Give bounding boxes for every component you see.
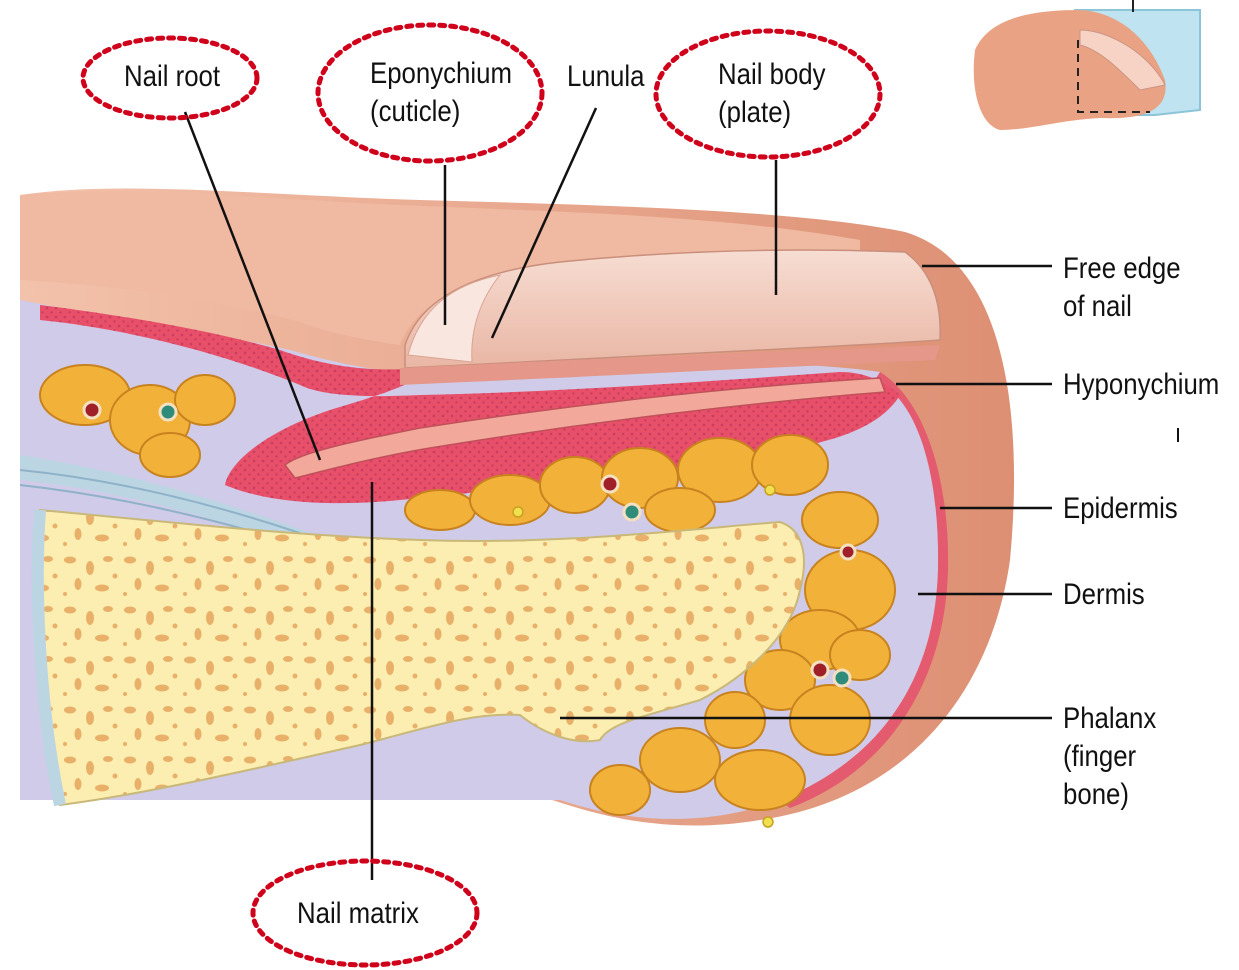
label-dermis: Dermis — [1063, 576, 1145, 614]
label-nail-root: Nail root — [124, 58, 220, 96]
label-hyponychium: Hyponychium — [1063, 366, 1219, 404]
label-nail-matrix: Nail matrix — [297, 895, 419, 933]
inset-finger-thumbnail — [974, 0, 1200, 130]
label-nail-body: Nail body (plate) — [718, 56, 826, 132]
label-lunula: Lunula — [567, 58, 644, 96]
label-epidermis: Epidermis — [1063, 490, 1178, 528]
label-phalanx: Phalanx (finger bone) — [1063, 700, 1156, 814]
label-free-edge: Free edge of nail — [1063, 250, 1181, 326]
label-eponychium: Eponychium (cuticle) — [370, 55, 512, 131]
